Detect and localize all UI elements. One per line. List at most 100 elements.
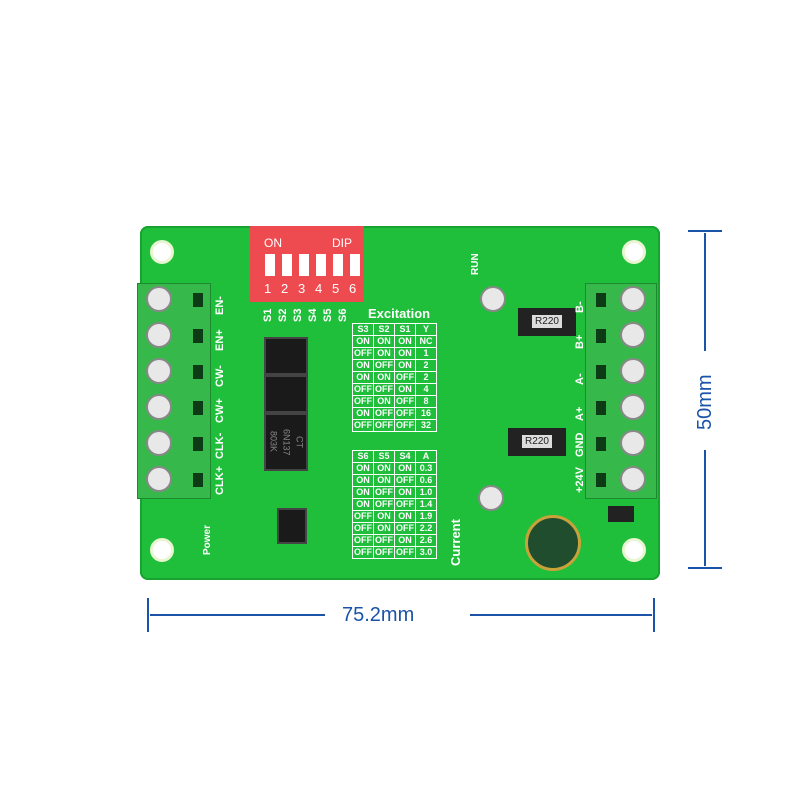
height-arrow-line xyxy=(704,450,706,566)
resistor-text: R220 xyxy=(532,315,562,328)
table-cell: OFF xyxy=(373,419,395,432)
table-cell: OFF xyxy=(373,534,395,547)
table-cell: ON xyxy=(373,462,395,475)
table-cell: ON xyxy=(373,335,395,348)
chip-text: 803K xyxy=(268,431,279,453)
inductor: R220 xyxy=(508,428,566,456)
table-cell: ON xyxy=(352,462,374,475)
capacitor xyxy=(525,515,581,571)
chip-text: CT xyxy=(294,436,305,448)
table-cell: OFF xyxy=(394,522,416,535)
diode xyxy=(608,506,634,522)
table-cell: OFF xyxy=(394,395,416,408)
table-cell: OFF xyxy=(373,383,395,396)
width-arrow-line xyxy=(150,614,325,616)
dip-number: 3 xyxy=(298,281,306,296)
table-cell: OFF xyxy=(352,546,374,559)
switch-label: S3 xyxy=(292,308,304,322)
table-cell: 0.6 xyxy=(415,474,437,487)
right-terminal-label: +24V xyxy=(574,467,586,493)
excitation-title: Excitation xyxy=(368,306,431,321)
6n137-chip: CT 6N137 803K xyxy=(264,413,308,471)
dip-switch-toggle[interactable] xyxy=(350,254,360,276)
dip-number: 4 xyxy=(315,281,323,296)
right-terminal-label: A- xyxy=(574,373,586,385)
table-cell: OFF xyxy=(352,419,374,432)
terminal-slot xyxy=(193,293,203,307)
table-cell: 2.2 xyxy=(415,522,437,535)
table-cell: 3.0 xyxy=(415,546,437,559)
table-cell: OFF xyxy=(394,474,416,487)
table-header-cell: S4 xyxy=(394,450,416,463)
dimension-tick xyxy=(147,598,149,632)
right-terminal-label: B- xyxy=(574,301,586,313)
table-cell: ON xyxy=(394,486,416,499)
table-cell: ON xyxy=(394,534,416,547)
table-cell: 2 xyxy=(415,371,437,384)
chip-text: 6N137 xyxy=(281,428,292,456)
terminal-screw xyxy=(620,322,646,348)
terminal-slot xyxy=(596,473,606,487)
table-cell: OFF xyxy=(373,498,395,511)
table-cell: 0.3 xyxy=(415,462,437,475)
right-terminal-label: GND xyxy=(574,432,586,457)
mount-hole xyxy=(622,240,646,264)
terminal-slot xyxy=(596,329,606,343)
table-cell: ON xyxy=(394,347,416,360)
table-cell: ON xyxy=(373,522,395,535)
height-label: 50mm xyxy=(694,374,716,430)
left-terminal-label: CLK+ xyxy=(214,465,226,495)
switch-label: S4 xyxy=(307,308,319,322)
dip-switch-toggle[interactable] xyxy=(282,254,292,276)
terminal-slot xyxy=(596,401,606,415)
terminal-slot xyxy=(193,401,203,415)
terminal-screw xyxy=(146,466,172,492)
table-cell: OFF xyxy=(394,546,416,559)
terminal-screw xyxy=(146,394,172,420)
terminal-slot xyxy=(193,473,203,487)
dip-switch-toggle[interactable] xyxy=(265,254,275,276)
dimension-tick xyxy=(653,598,655,632)
regulator-chip xyxy=(277,508,307,544)
table-cell: ON xyxy=(352,498,374,511)
table-cell: OFF xyxy=(352,395,374,408)
optocoupler-chip xyxy=(264,337,308,375)
table-header-cell: A xyxy=(415,450,437,463)
height-arrow-line xyxy=(704,233,706,351)
table-cell: OFF xyxy=(352,347,374,360)
table-cell: 1 xyxy=(415,347,437,360)
table-cell: OFF xyxy=(373,546,395,559)
table-cell: NC xyxy=(415,335,437,348)
table-cell: ON xyxy=(352,407,374,420)
table-cell: OFF xyxy=(394,419,416,432)
table-header-cell: S5 xyxy=(373,450,395,463)
left-terminal-label: CLK- xyxy=(214,432,226,459)
table-header-cell: S1 xyxy=(394,323,416,336)
table-cell: ON xyxy=(394,383,416,396)
dip-switch-toggle[interactable] xyxy=(333,254,343,276)
table-cell: 1.0 xyxy=(415,486,437,499)
table-header-cell: S3 xyxy=(352,323,374,336)
dip-switch-toggle[interactable] xyxy=(299,254,309,276)
table-cell: 1.9 xyxy=(415,510,437,523)
table-cell: 4 xyxy=(415,383,437,396)
terminal-screw xyxy=(620,358,646,384)
left-terminal-block xyxy=(137,283,211,499)
switch-label: S1 xyxy=(262,308,274,322)
dip-switch-toggle[interactable] xyxy=(316,254,326,276)
